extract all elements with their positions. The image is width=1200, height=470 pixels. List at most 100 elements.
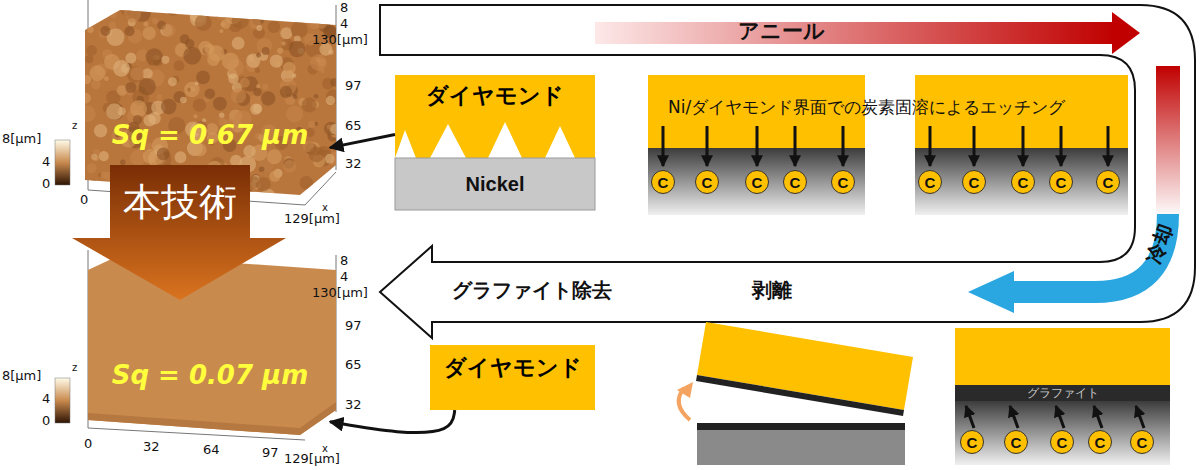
- surface-texture: [228, 73, 238, 83]
- surface-texture: [273, 59, 282, 68]
- diffusion-arrow: [1022, 126, 1025, 166]
- node-text: C: [1103, 175, 1114, 190]
- surface-texture: [283, 62, 296, 75]
- surface-texture: [231, 88, 246, 103]
- surface-texture: [289, 41, 306, 58]
- surface-texture: [106, 103, 123, 120]
- surface-texture: [308, 121, 315, 128]
- axis-label: 4: [42, 155, 50, 170]
- node-text: C: [969, 175, 980, 190]
- surface-texture: [262, 84, 269, 91]
- surface-texture: [100, 26, 110, 36]
- nickel-plate: [697, 430, 905, 465]
- axis-label: 0: [80, 193, 88, 208]
- surface-texture: [328, 50, 333, 55]
- axis-label: 8[μm]: [2, 369, 41, 384]
- carbon-diffusion-arrows: [663, 126, 1108, 166]
- node-text: 本技術: [123, 182, 237, 224]
- carbon-precipitation-arrows: [966, 406, 1144, 428]
- axis-label: z: [72, 362, 77, 374]
- surface-texture: [85, 18, 90, 23]
- carbon-atom: C: [960, 430, 984, 454]
- surface-texture: [185, 39, 195, 49]
- diamond-block: ダイヤモンド: [430, 345, 595, 410]
- surface-texture: [326, 184, 338, 196]
- axis-label: 32: [345, 398, 362, 413]
- surface-texture: [120, 160, 125, 165]
- surface-texture: [259, 166, 265, 172]
- surface-texture: [94, 124, 107, 137]
- surface-texture: [250, 104, 261, 115]
- surface-texture: [270, 54, 283, 67]
- surface-texture: [91, 80, 101, 90]
- connector-arrow: [330, 135, 395, 148]
- graphite-film: [696, 375, 904, 416]
- surface-texture: [130, 100, 147, 117]
- surface-texture: [283, 160, 296, 173]
- surface-texture: [309, 147, 325, 163]
- diffusion-arrow: [662, 126, 665, 166]
- surface-texture: [330, 78, 338, 86]
- surface-texture: [79, 105, 96, 122]
- surface-texture: [85, 55, 93, 63]
- node-text: C: [1011, 435, 1022, 450]
- carbon-atom: C: [962, 170, 986, 194]
- surface-texture: [143, 21, 148, 26]
- surface-texture: [87, 163, 97, 173]
- axis-label: 130[μm]: [312, 286, 368, 301]
- surface-texture: [329, 9, 339, 19]
- precipitation-arrow: [1010, 406, 1018, 428]
- precipitation-arrow: [966, 406, 974, 428]
- surface-texture: [219, 29, 223, 33]
- peel-arrow-head: [677, 382, 693, 398]
- surface-texture: [80, 93, 91, 104]
- cooling-bar: [1156, 66, 1180, 218]
- diffusion-arrow: [973, 126, 976, 166]
- surface-texture: [256, 84, 260, 88]
- surface-texture: [175, 151, 187, 163]
- axis-label: 4: [42, 392, 50, 407]
- surface-texture: [110, 11, 117, 18]
- surface-texture: [253, 104, 263, 114]
- carbon-atom: C: [745, 170, 769, 194]
- surface-texture: [86, 45, 97, 56]
- node-text: グラファイト: [1027, 387, 1099, 399]
- node-text: C: [1137, 435, 1148, 450]
- carbon-atom: C: [1011, 170, 1035, 194]
- connector-arrow: [330, 410, 455, 433]
- process-label: グラファイト除去: [452, 279, 612, 302]
- axis-label: 4: [340, 270, 348, 285]
- surface-texture: [256, 25, 262, 31]
- surface-texture: [104, 76, 109, 81]
- axis-label: 32: [345, 157, 362, 172]
- graphite-film: [697, 423, 905, 430]
- node-text: C: [1056, 175, 1067, 190]
- axis-label: 8: [340, 1, 348, 16]
- nickel-plate: [395, 158, 595, 210]
- node-text: C: [752, 175, 763, 190]
- surface-texture: [130, 67, 144, 81]
- surface-texture: [190, 87, 195, 92]
- axis-label: 0: [42, 414, 50, 429]
- surface-texture: [262, 47, 270, 55]
- node-text: Nickel: [466, 173, 525, 196]
- carbon-atom: C: [783, 170, 807, 194]
- surface-texture: [162, 24, 175, 37]
- node-text: C: [925, 175, 936, 190]
- surface-texture: [124, 6, 141, 23]
- surface-texture: [139, 78, 156, 95]
- surface-texture: [267, 149, 282, 164]
- surface-texture: [280, 86, 292, 98]
- surface-texture: [240, 78, 250, 88]
- anneal-arrow-head: [1112, 12, 1140, 54]
- axis-label: 97: [345, 79, 362, 94]
- surface-texture: [124, 26, 134, 36]
- surface-texture: [310, 54, 327, 71]
- axis-label: 64: [203, 443, 220, 458]
- surface-texture: [195, 82, 199, 86]
- axis-label: 97: [262, 446, 279, 461]
- surface-texture: [315, 17, 327, 29]
- surface-texture: [202, 72, 208, 78]
